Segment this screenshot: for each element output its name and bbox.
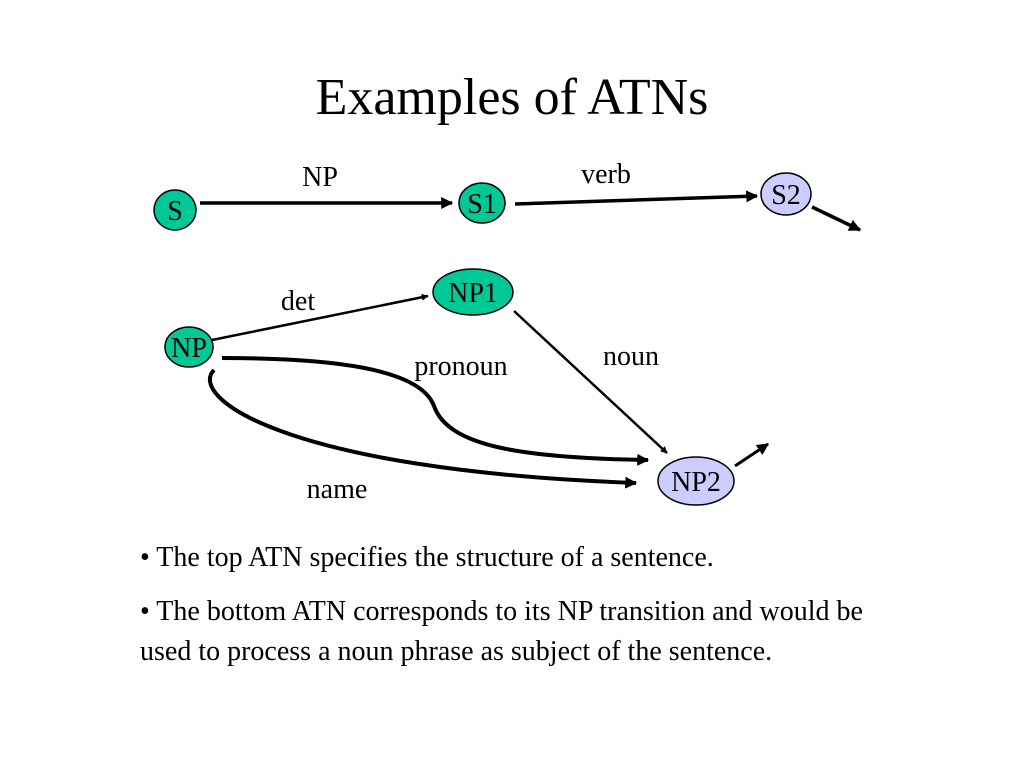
bullet-list: • The top ATN specifies the structure of… <box>140 538 900 686</box>
arc-det-label: det <box>281 286 315 317</box>
arc-verb-label: verb <box>581 159 631 190</box>
arc-np-label: NP <box>302 162 338 193</box>
node-np1-label: NP1 <box>448 278 498 309</box>
node-np <box>164 326 214 368</box>
arc-s1-to-s2 <box>514 190 759 206</box>
node-s2 <box>760 172 812 216</box>
bullet-item: • The top ATN specifies the structure of… <box>140 542 714 573</box>
arc-pronoun-label: pronoun <box>414 351 507 382</box>
arc-pronoun <box>221 356 650 466</box>
arc-noun-label: noun <box>603 341 659 372</box>
node-s-label: S <box>167 196 183 227</box>
arc-name <box>207 368 638 489</box>
arc-np-to-np1 <box>211 293 429 342</box>
node-s1 <box>458 182 506 224</box>
node-s1-label: S1 <box>467 189 497 220</box>
slide-title: Examples of ATNs <box>315 69 709 126</box>
node-np2 <box>657 456 735 506</box>
node-np-label: NP <box>171 333 207 364</box>
arc-name-label: name <box>307 474 368 505</box>
node-s <box>153 189 197 231</box>
node-np2-label: NP2 <box>671 467 721 498</box>
bullet-item: • The bottom ATN corresponds to its NP t… <box>140 596 863 667</box>
node-np1 <box>432 268 514 316</box>
node-s2-label: S2 <box>771 180 801 211</box>
arc-np2-exit <box>734 442 769 468</box>
arc-s2-exit <box>811 205 862 232</box>
arc-np1-to-np2 <box>513 310 668 454</box>
